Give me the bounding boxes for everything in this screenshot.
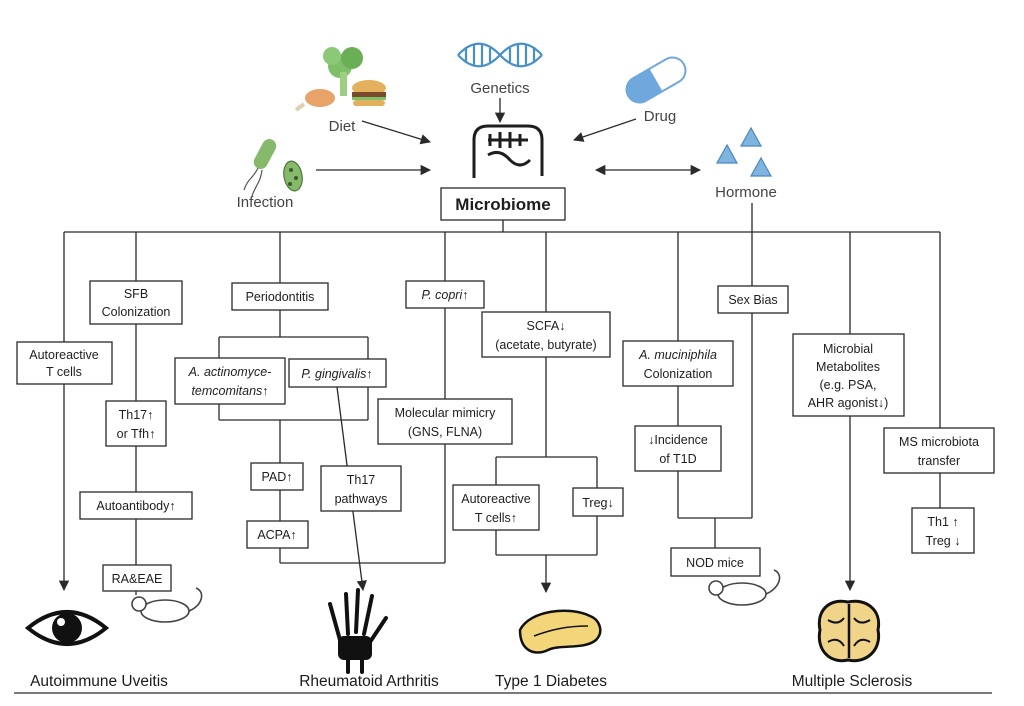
box-text: (acetate, butyrate) [495, 338, 596, 352]
box-text: pathways [335, 492, 388, 506]
rheumatoid-arthritis-label: Rheumatoid Arthritis [299, 673, 439, 690]
sex-bias-box: Sex Bias [717, 285, 789, 314]
pad-box: PAD↑ [250, 462, 304, 491]
box-text: of T1D [659, 452, 696, 466]
p-copri-box: P. copri↑ [405, 280, 485, 309]
mouse-icon [131, 587, 203, 623]
a-muciniphila-box: A. muciniphila Colonization [622, 340, 734, 387]
th17-tfh-box: Th17↑ or Tfh↑ [105, 400, 167, 447]
box-text: Periodontitis [246, 290, 315, 304]
a-actinomycetemcomitans-box: A. actinomyce- temcomitans↑ [174, 357, 286, 405]
box-text: SCFA↓ [527, 319, 566, 333]
eye-icon [24, 610, 110, 646]
box-text: P. gingivalis↑ [301, 367, 372, 381]
box-text: Molecular mimicry [395, 406, 496, 420]
periodontitis-box: Periodontitis [231, 282, 329, 311]
drug-label: Drug [644, 108, 677, 125]
box-text: or Tfh↑ [117, 427, 156, 441]
acpa-box: ACPA↑ [246, 520, 309, 549]
sfb-colonization-box: SFB Colonization [89, 280, 183, 325]
autoreactive-t-cells-box: Autoreactive T cells [16, 341, 113, 385]
autoreactive-t-cells-t1d-box: Autoreactive T cells↑ [452, 484, 540, 531]
box-text: A. actinomyce- [188, 365, 272, 379]
box-text: T cells↑ [475, 511, 517, 525]
type-1-diabetes-label: Type 1 Diabetes [495, 673, 607, 690]
box-text: Treg↓ [582, 496, 614, 510]
nod-mice-box: NOD mice [670, 547, 761, 577]
box-text: (GNS, FLNA) [408, 425, 482, 439]
box-text: A. muciniphila [638, 348, 717, 362]
box-text: Autoantibody↑ [96, 499, 175, 513]
brain-icon [817, 599, 881, 663]
hormone-icon [715, 126, 773, 177]
pancreas-icon [518, 609, 602, 654]
multiple-sclerosis-label: Multiple Sclerosis [792, 673, 913, 690]
dna-icon [457, 42, 543, 68]
diet-label: Diet [329, 118, 357, 135]
ms-microbiota-transfer-box: MS microbiota transfer [883, 427, 995, 474]
p-gingivalis-box: P. gingivalis↑ [288, 358, 387, 388]
box-text: Sex Bias [728, 293, 777, 307]
box-text: ACPA↑ [257, 528, 296, 542]
box-text: Microbial [823, 342, 873, 356]
genetics-label: Genetics [470, 80, 529, 97]
incidence-t1d-box: ↓Incidence of T1D [634, 425, 722, 472]
box-text: Th1 ↑ [927, 515, 958, 529]
box-text: Metabolites [816, 360, 880, 374]
box-text: (e.g. PSA, [820, 378, 877, 392]
box-text: P. copri↑ [421, 288, 468, 302]
box-text: PAD↑ [261, 470, 292, 484]
th17-pathways-box: Th17 pathways [320, 465, 402, 512]
autoimmune-uveitis-label: Autoimmune Uveitis [30, 673, 168, 690]
microbiome-box: Microbiome [440, 187, 566, 221]
bacteria-icon [243, 139, 303, 197]
molecular-mimicry-box: Molecular mimicry (GNS, FLNA) [377, 398, 513, 445]
hormone-label: Hormone [715, 184, 777, 201]
box-text: T cells [46, 365, 82, 379]
box-text: AHR agonist↓) [808, 396, 889, 410]
box-text: Autoreactive [29, 348, 99, 362]
infection-label: Infection [237, 194, 294, 211]
box-text: temcomitans↑ [191, 384, 268, 398]
autoantibody-box: Autoantibody↑ [79, 491, 193, 520]
microbial-metabolites-box: Microbial Metabolites (e.g. PSA, AHR ago… [792, 333, 905, 417]
treg-t1d-box: Treg↓ [572, 487, 624, 517]
box-text: transfer [918, 454, 960, 468]
pill-icon [625, 56, 687, 104]
box-text: Colonization [102, 305, 171, 319]
hand-skeleton-icon [328, 588, 388, 674]
intestine-icon [472, 124, 544, 178]
box-text: SFB [124, 287, 148, 301]
box-text: ↓Incidence [648, 433, 708, 447]
diet-icon [294, 47, 386, 112]
box-text: Autoreactive [461, 492, 531, 506]
box-text: Treg ↓ [926, 534, 961, 548]
microbiome-label: Microbiome [455, 195, 550, 214]
box-text: Colonization [644, 367, 713, 381]
box-text: RA&EAE [112, 572, 163, 586]
ra-eae-box: RA&EAE [102, 564, 172, 592]
nod-mouse-icon [708, 569, 781, 606]
box-text: Th17↑ [119, 408, 154, 422]
box-text: Th17 [347, 473, 376, 487]
scfa-box: SCFA↓ (acetate, butyrate) [481, 311, 611, 358]
box-text: NOD mice [686, 556, 744, 570]
th1-treg-box: Th1 ↑ Treg ↓ [911, 507, 975, 554]
box-text: MS microbiota [899, 435, 979, 449]
